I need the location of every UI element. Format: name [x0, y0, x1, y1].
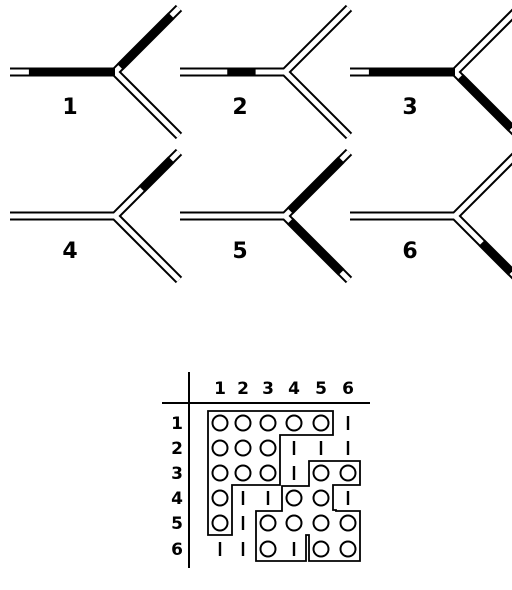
- branch-upper-filled: [286, 156, 345, 215]
- cell-circle: [312, 514, 330, 532]
- junction-5: 5: [180, 148, 353, 284]
- branch-upper-filled: [138, 156, 175, 193]
- cell-circle: [339, 540, 357, 558]
- junction-label: 3: [402, 95, 417, 120]
- cell-circle: [211, 439, 229, 457]
- cell-circle: [312, 540, 330, 558]
- junction-1: 1: [10, 4, 183, 140]
- cell-circle: [234, 464, 252, 482]
- junction-label: 6: [402, 239, 417, 264]
- row-label: 4: [171, 489, 183, 509]
- cell-circle: [234, 414, 252, 432]
- junction-label: 5: [232, 239, 247, 264]
- cell-circle: [339, 464, 357, 482]
- junction-4: 4: [10, 148, 183, 284]
- column-label: 3: [262, 379, 274, 399]
- cell-circle: [312, 489, 330, 507]
- column-label: 2: [237, 379, 249, 399]
- row-label: 2: [171, 439, 183, 459]
- branch-lower-filled: [456, 73, 512, 132]
- cell-circle: [285, 414, 303, 432]
- column-label: 1: [214, 379, 226, 399]
- cell-circle: [312, 464, 330, 482]
- cell-circle: [285, 489, 303, 507]
- circle-region-outline-1: [207, 410, 334, 536]
- branch-lower-channel: [113, 214, 181, 282]
- branch-upper-channel: [283, 6, 351, 74]
- cell-circle: [259, 540, 277, 558]
- junction-2: 2: [180, 4, 353, 140]
- cell-circle: [211, 514, 229, 532]
- branch-upper-filled: [116, 12, 175, 71]
- cell-circle: [259, 439, 277, 457]
- branch-upper-channel: [453, 155, 512, 218]
- row-label: 6: [171, 540, 183, 560]
- junction-6: 6: [350, 152, 512, 280]
- branch-lower-filled: [286, 217, 345, 276]
- junction-label: 1: [62, 95, 77, 120]
- junction-3: 3: [350, 8, 512, 136]
- column-label: 5: [315, 379, 327, 399]
- cell-circle: [211, 489, 229, 507]
- junction-label: 2: [232, 95, 247, 120]
- row-label: 1: [171, 414, 183, 434]
- column-label: 6: [342, 379, 354, 399]
- junction-diagrams: 1 2 3 4 5 6: [10, 4, 512, 284]
- cell-circle: [234, 439, 252, 457]
- branch-lower-filled: [478, 239, 512, 276]
- row-label: 3: [171, 464, 183, 484]
- cell-circle: [259, 514, 277, 532]
- junction-label: 4: [62, 239, 77, 264]
- cell-circle: [259, 414, 277, 432]
- cell-circle: [211, 414, 229, 432]
- cell-circle: [285, 514, 303, 532]
- cell-circle: [312, 414, 330, 432]
- branch-lower-channel: [113, 70, 181, 138]
- branch-lower-channel: [283, 70, 351, 138]
- circle-region-outline-2: [255, 460, 361, 562]
- row-label: 5: [171, 514, 183, 534]
- column-label: 4: [288, 379, 300, 399]
- cell-circle: [259, 464, 277, 482]
- branch-upper-channel: [453, 11, 512, 74]
- cell-circle: [211, 464, 229, 482]
- cell-circle: [339, 514, 357, 532]
